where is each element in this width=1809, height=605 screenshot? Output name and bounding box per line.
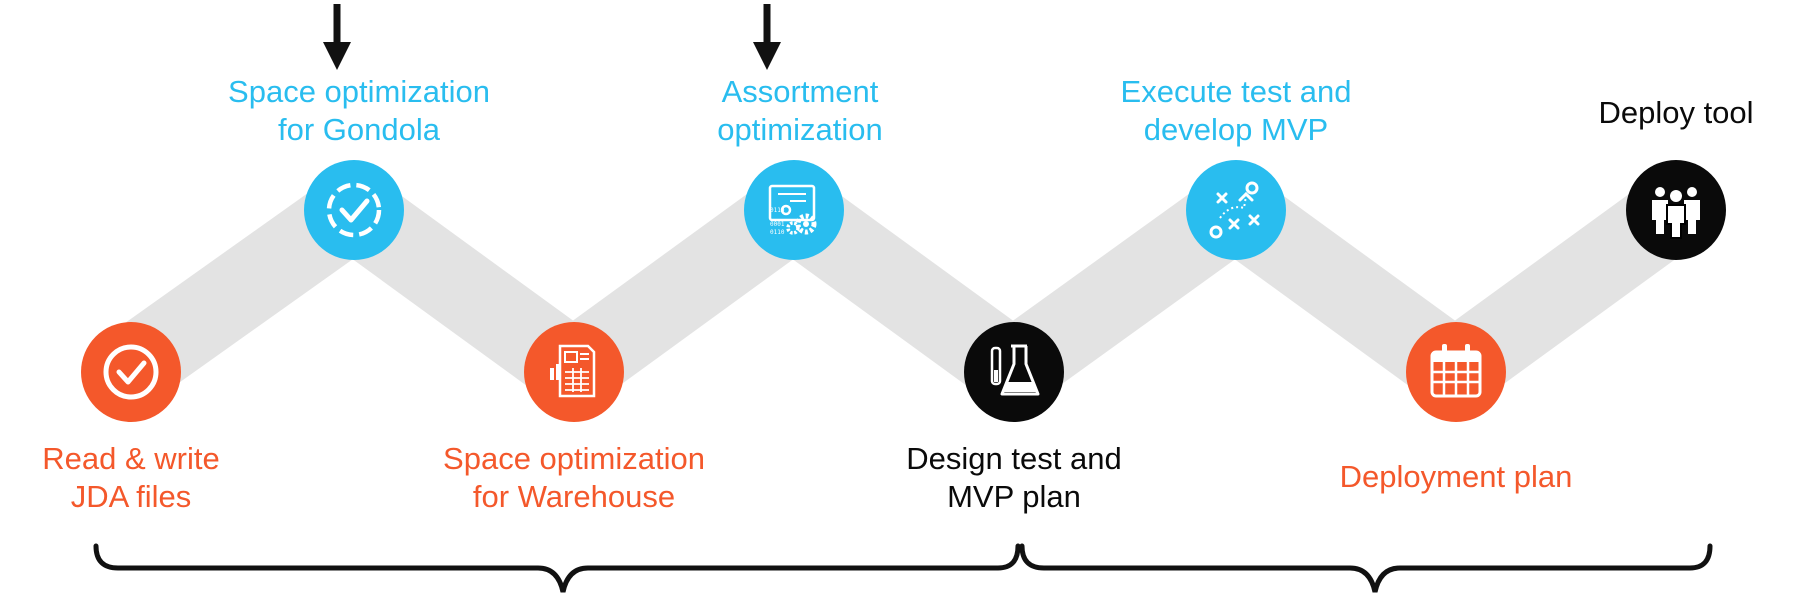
step-label-line: MVP plan — [947, 479, 1081, 514]
arrow-down-icon — [323, 4, 351, 70]
step-label-line: Space optimization — [443, 441, 705, 476]
svg-text:0110: 0110 — [770, 229, 785, 236]
step-circle-read-write-jda — [81, 322, 181, 422]
step-label-line: Assortment — [721, 74, 879, 109]
step-label-line: Read & write — [42, 441, 220, 476]
step-label-line: Design test and — [906, 441, 1122, 476]
phase-brace-right — [1019, 543, 1713, 593]
step-label-deployment-plan: Deployment plan — [1256, 458, 1656, 496]
check-circle-icon — [103, 344, 159, 400]
step-label-line: Execute test and — [1120, 74, 1352, 109]
calendar-icon — [1430, 344, 1482, 398]
arrow-down-icon — [753, 4, 781, 70]
svg-text:0001: 0001 — [770, 221, 785, 228]
step-label-line: JDA files — [70, 479, 192, 514]
gear-document-icon: 0110 0001 0110 — [768, 184, 817, 236]
phase-brace-left — [93, 543, 1021, 593]
step-label-line: for Gondola — [278, 112, 440, 147]
step-label-line: for Warehouse — [472, 479, 676, 514]
spreadsheet-icon — [550, 344, 596, 398]
dashed-check-circle-icon — [326, 182, 382, 238]
svg-text:0110: 0110 — [770, 207, 785, 214]
step-circle-space-opt-gondola — [304, 160, 404, 260]
step-label-line: Deployment plan — [1339, 459, 1573, 494]
strategy-play-icon — [1209, 181, 1260, 239]
step-label-line: Space optimization — [228, 74, 490, 109]
lab-flask-icon — [990, 344, 1040, 396]
people-group-icon — [1652, 187, 1700, 239]
step-label-line: develop MVP — [1143, 112, 1329, 147]
step-circle-design-test — [964, 322, 1064, 422]
step-label-line: Deploy tool — [1598, 95, 1754, 130]
step-circle-execute-test — [1186, 160, 1286, 260]
step-label-deploy-tool: Deploy tool — [1476, 94, 1809, 132]
step-circle-assortment-opt — [744, 160, 844, 260]
step-label-line: optimization — [717, 112, 883, 147]
